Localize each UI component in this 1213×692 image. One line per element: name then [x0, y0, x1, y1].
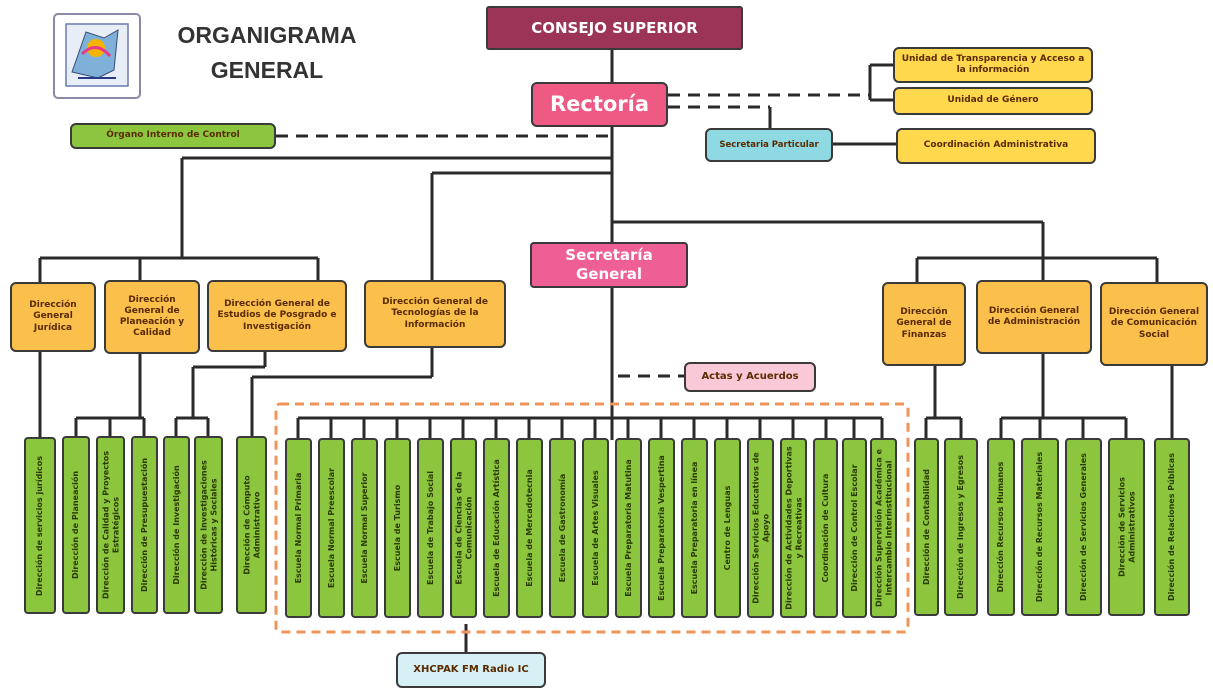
leaf-secretaria-4: Escuela de Trabajo Social — [417, 438, 444, 618]
dg-planeacion-box: Dirección General de Planeación y Calida… — [104, 280, 200, 354]
secretaria-particular-box: Secretaria Particular — [705, 128, 833, 162]
leaf-secretaria-1: Escuela Normal Preescolar — [318, 438, 345, 618]
leaf-administracion-3: Dirección de Servicios Administrativos — [1108, 438, 1145, 616]
leaf-secretaria-15: Dirección de Actividades Deportivas y Re… — [780, 438, 807, 618]
radio-box: XHCPAK FM Radio IC — [396, 652, 546, 688]
leaf-planeacion-1: Dirección de Calidad y Proyectos Estraté… — [96, 436, 125, 614]
leaf-finanzas-1: Dirección de Ingresos y Egresos — [944, 438, 978, 616]
leaf-administracion-2: Dirección de Servicios Generales — [1065, 438, 1102, 616]
leaf-posgrado-1: Dirección de Investigaciones Históricas … — [194, 436, 223, 614]
leaf-secretaria-7: Escuela de Mercadotecnia — [516, 438, 543, 618]
coordinacion-administrativa-box: Coordinación Administrativa — [896, 128, 1096, 164]
leaf-planeacion-2: Dirección de Presupuestación — [131, 436, 158, 614]
leaf-secretaria-9: Escuela de Artes Visuales — [582, 438, 609, 618]
dg-administracion-box: Dirección General de Administración — [976, 280, 1092, 354]
leaf-secretaria-10: Escuela Preparatoria Matutina — [615, 438, 642, 618]
rectoria-box: Rectoría — [531, 82, 668, 127]
leaf-secretaria-6: Escuela de Educación Artística — [483, 438, 510, 618]
leaf-planeacion-0: Dirección de Planeación — [62, 436, 90, 614]
leaf-finanzas-0: Dirección de Contabilidad — [914, 438, 939, 616]
page-title: ORGANIGRAMA GENERAL — [172, 18, 362, 87]
dg-posgrado-box: Dirección General de Estudios de Posgrad… — [207, 280, 347, 352]
title-line-1: ORGANIGRAMA — [177, 22, 357, 48]
dg-comunicacion-box: Dirección General de Comunicación Social — [1100, 282, 1208, 366]
title-line-2: GENERAL — [210, 56, 324, 83]
leaf-secretaria-0: Escuela Normal Primaria — [285, 438, 312, 618]
secretaria-schools-frame — [274, 402, 910, 634]
actas-acuerdos-box: Actas y Acuerdos — [684, 362, 816, 392]
leaf-administracion-1: Dirección de Recursos Materiales — [1021, 438, 1059, 616]
unidad-transparencia-box: Unidad de Transparencia y Acceso a la in… — [893, 47, 1093, 83]
organo-interno-control-box: Órgano Interno de Control — [70, 123, 276, 149]
leaf-secretaria-16: Coordinación de Cultura — [813, 438, 838, 618]
institution-logo — [52, 12, 142, 100]
leaf-secretaria-5: Escuela de Ciencias de la Comunicación — [450, 438, 477, 618]
leaf-secretaria-11: Escuela Preparatoria Vespertina — [648, 438, 675, 618]
leaf-secretaria-18: Dirección Supervisión Académica e Interc… — [870, 438, 897, 618]
dg-finanzas-box: Dirección General de Finanzas — [882, 282, 966, 366]
leaf-comunicacion-0: Dirección de Relaciones Públicas — [1154, 438, 1190, 616]
leaf-secretaria-13: Centro de Lenguas — [714, 438, 741, 618]
leaf-secretaria-12: Escuela Preparatoria en línea — [681, 438, 708, 618]
leaf-secretaria-8: Escuela de Gastronomía — [549, 438, 576, 618]
leaf-secretaria-3: Escuela de Turismo — [384, 438, 411, 618]
leaf-secretaria-17: Dirección de Control Escolar — [842, 438, 867, 618]
consejo-superior-box: CONSEJO SUPERIOR — [486, 6, 743, 50]
dg-tecnologias-box: Dirección General de Tecnologías de la I… — [364, 280, 506, 348]
leaf-secretaria-14: Dirección Servicios Educativos de Apoyo — [747, 438, 774, 618]
unidad-genero-box: Unidad de Género — [893, 87, 1093, 115]
leaf-tecnologias-0: Dirección de Cómputo Administrativo — [236, 436, 267, 614]
secretaria-general-box: Secretaría General — [530, 242, 688, 288]
leaf-juridica-0: Dirección de servicios jurídicos — [24, 437, 56, 614]
leaf-administracion-0: Dirección Recursos Humanos — [987, 438, 1015, 616]
dg-juridica-box: Dirección General Jurídica — [10, 282, 96, 352]
leaf-secretaria-2: Escuela Normal Superior — [351, 438, 378, 618]
leaf-posgrado-0: Dirección de Investigación — [163, 436, 190, 614]
